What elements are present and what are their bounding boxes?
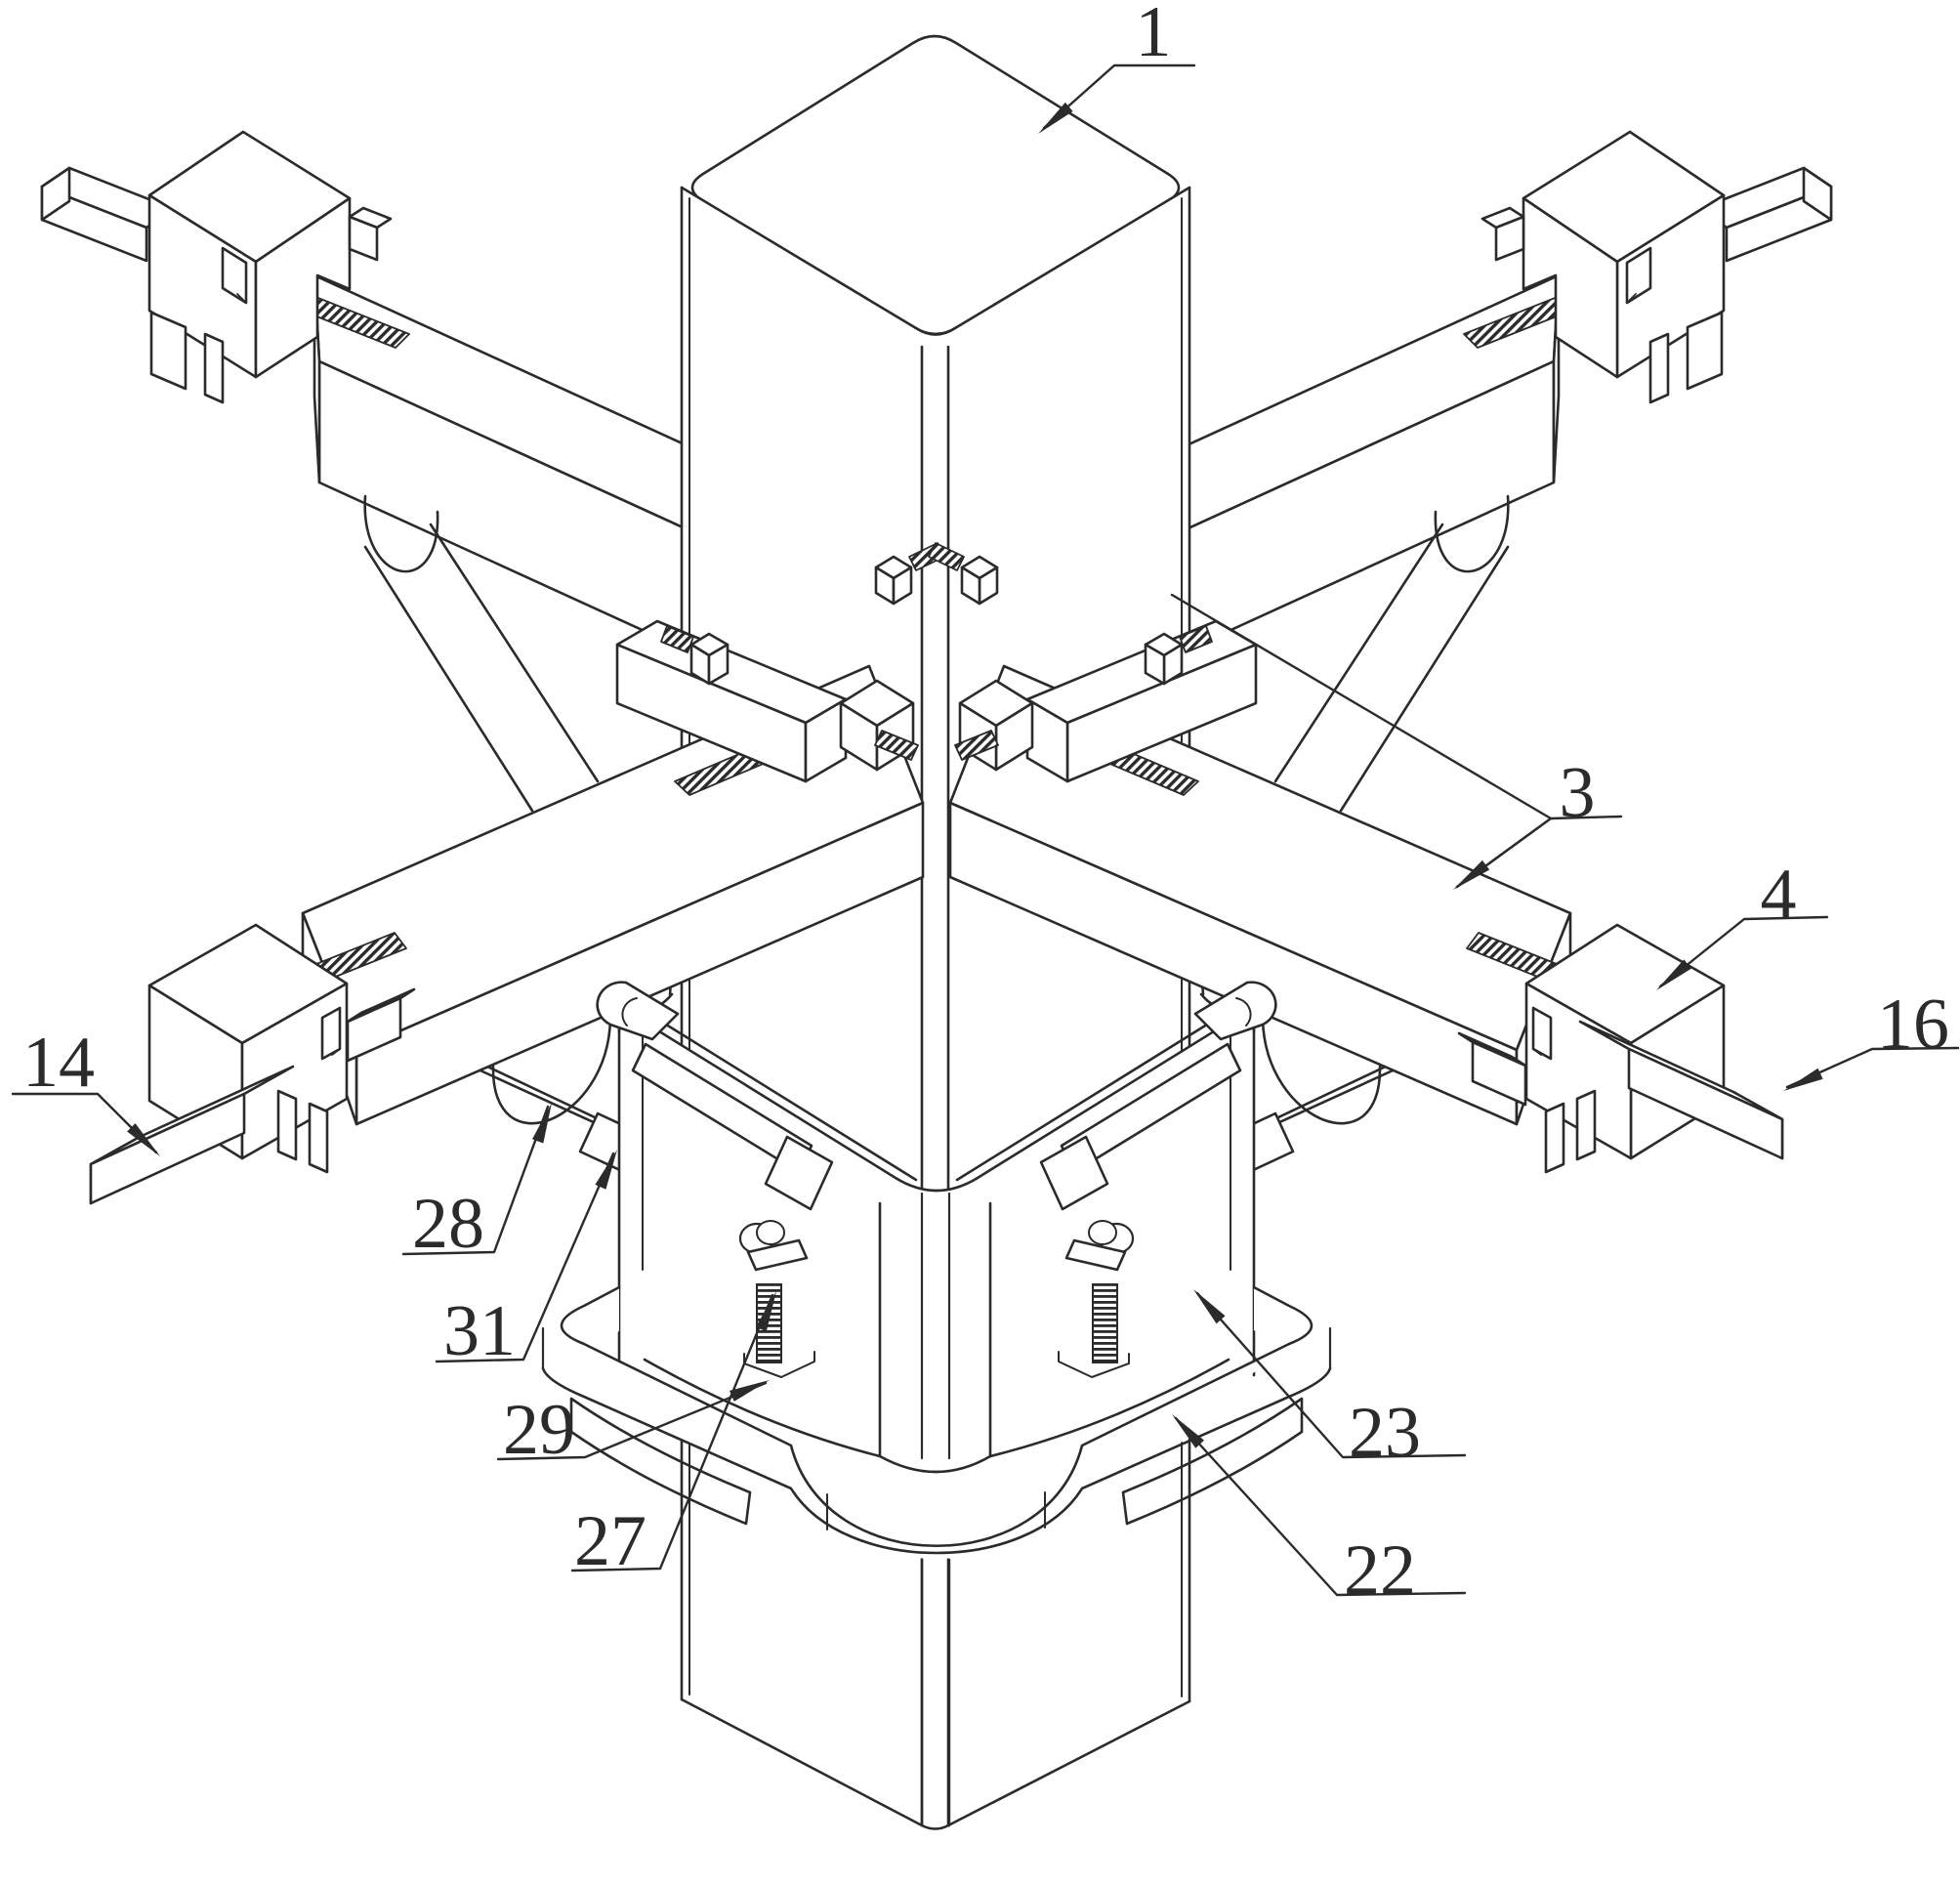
svg-text:3: 3 bbox=[1560, 753, 1596, 833]
svg-text:14: 14 bbox=[22, 1023, 95, 1103]
svg-text:27: 27 bbox=[574, 1501, 646, 1581]
svg-text:16: 16 bbox=[1877, 985, 1949, 1065]
svg-text:4: 4 bbox=[1761, 855, 1797, 935]
svg-text:28: 28 bbox=[412, 1184, 484, 1264]
svg-text:1: 1 bbox=[1136, 0, 1172, 72]
svg-text:23: 23 bbox=[1349, 1393, 1421, 1473]
svg-text:22: 22 bbox=[1344, 1530, 1416, 1611]
svg-text:29: 29 bbox=[503, 1390, 575, 1470]
svg-text:31: 31 bbox=[443, 1291, 516, 1371]
